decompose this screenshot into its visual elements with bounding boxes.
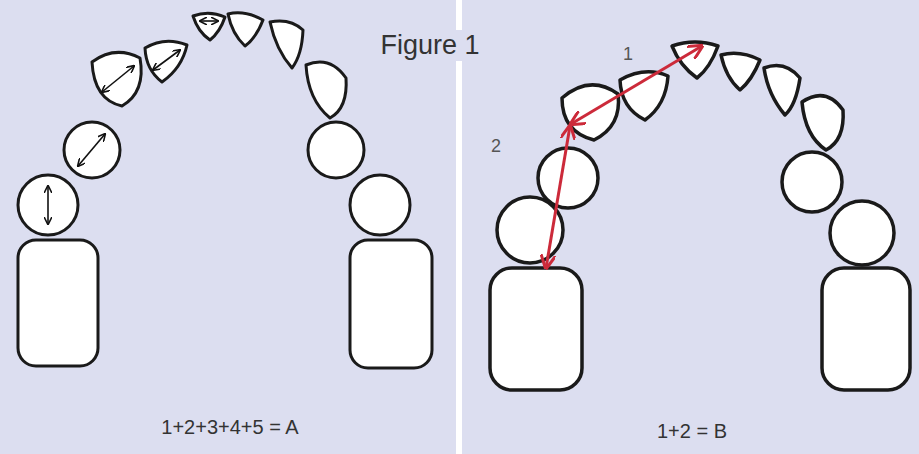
callout-number: 2 xyxy=(491,136,501,157)
width-arrow xyxy=(153,50,180,70)
molar xyxy=(350,240,432,368)
segment-arrow xyxy=(571,46,702,124)
formula-label: 1+2 = B xyxy=(657,420,727,443)
width-arrow xyxy=(47,186,49,224)
width-arrow xyxy=(78,134,105,166)
canine xyxy=(802,96,843,150)
callout-number: 1 xyxy=(623,44,633,65)
molar xyxy=(822,268,910,390)
canine xyxy=(92,52,141,106)
premolar xyxy=(830,201,894,265)
width-arrows xyxy=(48,21,218,224)
left-panel xyxy=(0,0,456,454)
width-arrow xyxy=(102,66,134,92)
canine xyxy=(306,62,346,118)
figure-title: Figure 1 xyxy=(376,30,483,61)
molar xyxy=(490,268,582,390)
premolar xyxy=(308,122,364,178)
lateral-incisor xyxy=(764,66,800,115)
premolar xyxy=(350,175,410,235)
molar xyxy=(18,240,98,366)
lateral-incisor xyxy=(270,21,303,68)
premolar xyxy=(782,152,842,212)
incisor xyxy=(721,53,760,90)
premolar xyxy=(538,148,598,208)
segment-arrow xyxy=(546,126,570,268)
incisor xyxy=(193,13,225,40)
segment-arrows xyxy=(546,46,702,268)
formula-label: 1+2+3+4+5 = A xyxy=(161,416,298,439)
right-panel xyxy=(462,0,919,454)
incisor xyxy=(228,13,263,46)
lateral-incisor xyxy=(145,41,187,82)
premolar xyxy=(18,175,78,235)
premolar xyxy=(64,122,120,178)
left-arch xyxy=(18,13,432,368)
width-arrow xyxy=(200,20,218,22)
right-arch xyxy=(490,42,910,390)
